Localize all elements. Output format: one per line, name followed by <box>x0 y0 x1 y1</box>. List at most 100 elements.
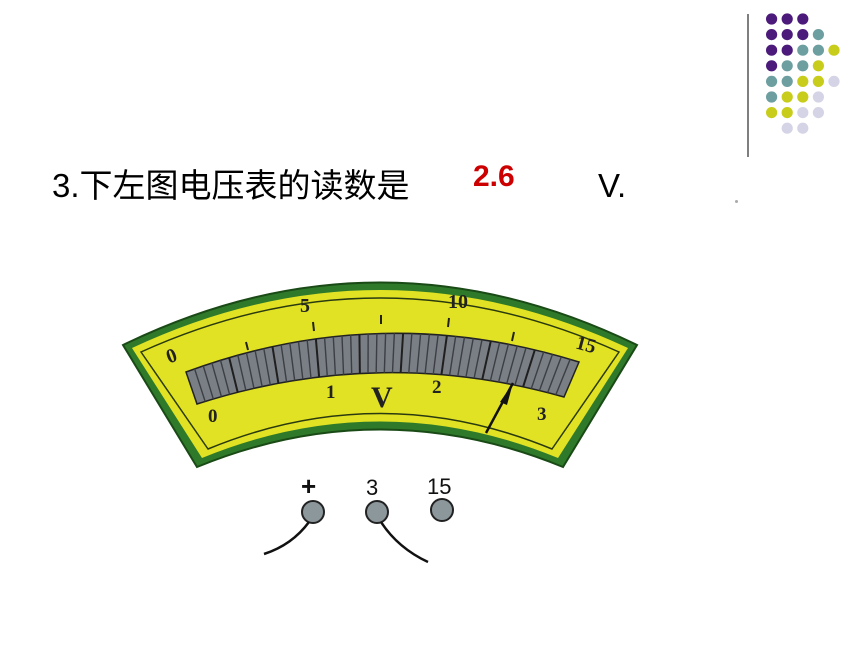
scale-graduation <box>219 360 231 395</box>
decor-dot <box>781 122 793 134</box>
scale-graduation <box>497 344 510 383</box>
question-text: 3.下左图电压表的读数是 <box>52 167 410 204</box>
wire-left <box>263 521 311 556</box>
scale-graduation <box>314 338 321 378</box>
meter-needle <box>484 382 515 434</box>
stray-dot <box>735 200 738 203</box>
decor-dot <box>781 13 793 25</box>
decor-dot <box>766 28 778 41</box>
terminal-plus[interactable] <box>301 500 325 524</box>
decor-dot <box>812 28 825 41</box>
decor-dot <box>797 60 809 72</box>
lower-scale-label-2: 2 <box>432 377 442 398</box>
scale-graduation <box>383 333 387 373</box>
scale-graduation <box>271 346 280 384</box>
scale-graduation <box>375 333 378 373</box>
upper-scale-label-10: 10 <box>448 291 468 313</box>
answer-unit: V. <box>598 167 627 204</box>
decor-dot <box>828 44 840 56</box>
decor-dot <box>797 107 809 119</box>
decor-dot <box>766 75 778 87</box>
decor-dot <box>797 122 809 134</box>
decor-dot <box>812 107 825 119</box>
decor-dot <box>766 44 778 56</box>
decor-dot <box>828 75 840 87</box>
decor-dot <box>766 13 778 25</box>
scale-ticks <box>193 333 571 402</box>
scale-graduation <box>489 342 501 381</box>
scale-graduation <box>391 333 396 373</box>
scale-graduation <box>399 333 405 373</box>
scale-graduation <box>341 335 345 375</box>
scale-graduation <box>254 350 263 387</box>
decor-dot <box>812 60 825 72</box>
meter-face <box>139 297 621 450</box>
lower-scale-label-1: 1 <box>326 382 336 403</box>
scale-graduation <box>228 357 239 393</box>
scale-graduation <box>297 341 304 380</box>
decor-dot <box>812 91 825 103</box>
voltmeter: 0 5 10 15 0 1 V 2 3 <box>121 281 639 469</box>
decor-dot <box>766 91 778 103</box>
scale-graduation <box>432 334 439 375</box>
scale-graduation <box>465 338 474 378</box>
terminal-label-15: 15 <box>427 474 451 499</box>
scale-graduation <box>332 336 337 376</box>
scale-graduation <box>538 354 554 391</box>
decor-dot <box>797 13 809 25</box>
decorative-dot-grid <box>766 13 840 134</box>
scale-graduation <box>306 340 312 379</box>
answer-value: 2.6 <box>473 160 515 193</box>
decor-dot <box>781 60 793 72</box>
scale-graduation <box>245 352 255 389</box>
scale-graduation <box>202 365 214 400</box>
scale-graduation <box>263 348 271 385</box>
decor-dot <box>781 28 793 41</box>
scale-graduation <box>506 345 518 384</box>
scale-graduation <box>457 337 466 377</box>
scale-graduation <box>211 362 223 397</box>
decor-dot <box>781 107 793 119</box>
scale-graduation <box>424 334 431 374</box>
terminal-label-3: 3 <box>366 475 378 500</box>
scale-graduation <box>323 337 328 377</box>
decor-dot <box>797 28 809 41</box>
decor-dot <box>812 75 825 87</box>
lower-scale-label-0: 0 <box>208 406 218 427</box>
decor-dot <box>781 91 793 103</box>
scale-graduation <box>546 356 562 393</box>
scale-graduation <box>408 333 413 373</box>
decor-dot <box>766 60 778 72</box>
scale-graduation <box>481 340 492 380</box>
decor-dot <box>812 44 825 56</box>
decor-dot <box>781 44 793 56</box>
scale-graduation <box>473 339 483 379</box>
scale-graduation <box>193 368 206 402</box>
terminal-15[interactable] <box>430 498 454 522</box>
terminal-3[interactable] <box>365 500 389 524</box>
meter-terminals: + 3 15 <box>263 471 454 564</box>
major-ticks <box>245 315 515 351</box>
scale-graduation <box>416 333 422 374</box>
scale-graduation <box>440 335 448 375</box>
scale-graduation <box>280 344 288 382</box>
decor-dot <box>797 91 809 103</box>
lower-scale-label-3: 3 <box>537 404 547 425</box>
scale-graduation <box>448 336 457 376</box>
scale-graduation <box>555 359 571 396</box>
wire-right <box>379 521 429 564</box>
scale-graduation <box>522 349 536 388</box>
decor-dot <box>766 107 778 119</box>
decor-dot <box>797 75 809 87</box>
scale-graduation <box>514 347 527 386</box>
unit-symbol-v: V <box>371 381 393 414</box>
scale-graduation <box>350 335 353 374</box>
decor-dot <box>781 75 793 87</box>
upper-scale-label-5: 5 <box>300 295 310 317</box>
scale-graduation <box>289 343 296 381</box>
scale-band <box>185 332 581 405</box>
decor-dot <box>797 44 809 56</box>
terminal-label-plus: + <box>301 471 316 501</box>
scale-graduation <box>237 355 247 391</box>
